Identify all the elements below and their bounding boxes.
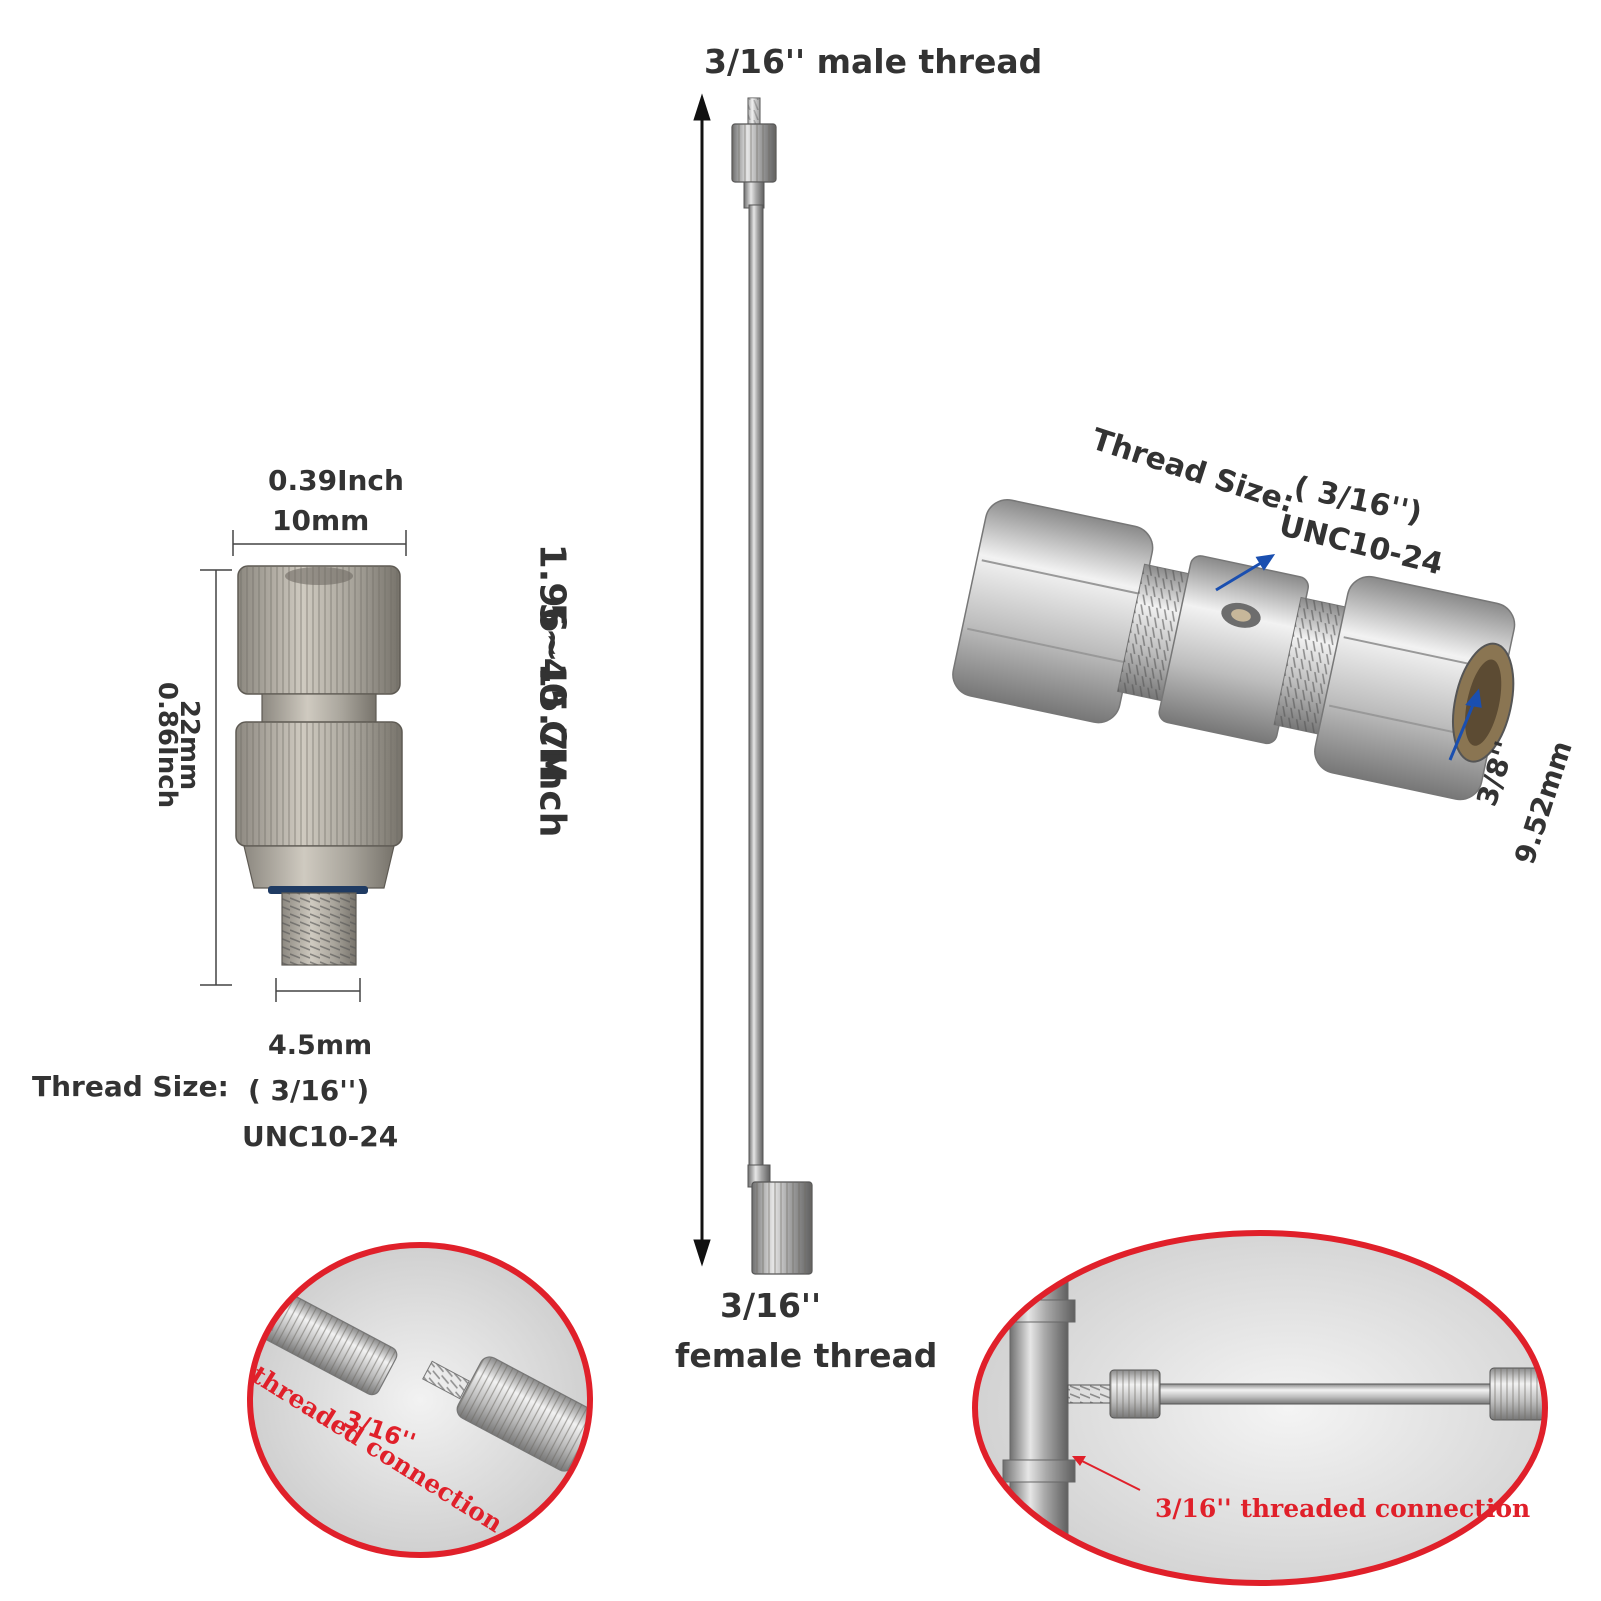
nozzle-thread-spec: UNC10-24	[242, 1120, 399, 1153]
rod-bottom-label-size: 3/16''	[720, 1286, 822, 1325]
mist-nozzle	[235, 565, 403, 966]
rod-bottom-label-type: female thread	[675, 1336, 938, 1375]
rod-top-label: 3/16'' male thread	[704, 42, 1043, 81]
nozzle-dimension-lines	[200, 530, 407, 1002]
nozzle-thread-size-label: Thread Size:	[32, 1070, 229, 1103]
union-connector	[952, 498, 1516, 801]
inset-right-photo	[972, 1230, 1548, 1586]
extension-rod	[731, 97, 813, 1275]
nozzle-height-inch: 0.86Inch	[152, 681, 183, 809]
rod-length-arrow	[693, 93, 711, 1267]
nozzle-width-inch: 0.39Inch	[268, 464, 404, 497]
nozzle-thread-mm: 4.5mm	[268, 1030, 373, 1061]
inset-right-caption: 3/16'' threaded connection	[1155, 1494, 1531, 1523]
nozzle-thread-size-value: ( 3/16'')	[248, 1074, 370, 1107]
rod-length-inch: 1.96~15.7Inch	[531, 543, 573, 838]
nozzle-width-mm: 10mm	[272, 504, 370, 537]
connector-blue-arrows	[1215, 554, 1482, 761]
